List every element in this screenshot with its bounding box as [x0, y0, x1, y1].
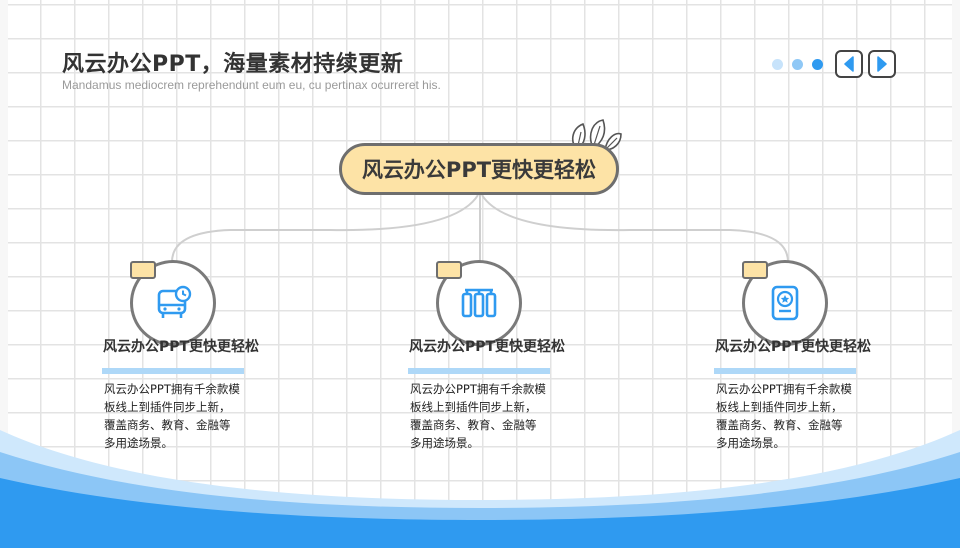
left-frame-border [0, 0, 8, 548]
chevron-right-icon [877, 56, 887, 72]
tag-marker [742, 261, 768, 279]
column-description: 风云办公PPT拥有千余款模 板线上到插件同步上新， 覆盖商务、教育、金融等 多用… [410, 380, 560, 452]
chevron-left-icon [844, 56, 854, 72]
page-dot[interactable] [792, 58, 803, 70]
description-line: 多用途场景。 [716, 436, 785, 450]
column-description: 风云办公PPT拥有千余款模 板线上到插件同步上新， 覆盖商务、教育、金融等 多用… [104, 380, 254, 452]
right-frame-border [952, 0, 960, 548]
star-badge-icon [771, 285, 799, 321]
column-title: 风云办公PPT更快更轻松 [408, 339, 566, 355]
tag-marker [436, 261, 462, 279]
description-line: 覆盖商务、教育、金融等 [104, 418, 231, 432]
title-underline-bar [408, 368, 550, 374]
slide-navigation [772, 49, 901, 79]
description-line: 多用途场景。 [410, 436, 479, 450]
tag-marker [130, 261, 156, 279]
description-line: 风云办公PPT拥有千余款模 [104, 382, 240, 396]
bus-clock-icon [157, 285, 192, 318]
next-button[interactable] [868, 50, 896, 78]
description-line: 风云办公PPT拥有千余款模 [716, 382, 852, 396]
description-line: 板线上到插件同步上新， [410, 400, 537, 414]
hierarchy-icon [461, 288, 497, 318]
description-line: 覆盖商务、教育、金融等 [410, 418, 537, 432]
description-line: 多用途场景。 [104, 436, 173, 450]
page-dot[interactable] [772, 58, 783, 70]
column-title: 风云办公PPT更快更轻松 [102, 339, 260, 355]
description-line: 板线上到插件同步上新， [716, 400, 843, 414]
description-line: 风云办公PPT拥有千余款模 [410, 382, 546, 396]
central-topic-node: 风云办公PPT更快更轻松 [339, 143, 619, 195]
title-underline-bar [102, 368, 244, 374]
page-dot-active[interactable] [812, 58, 823, 70]
column-description: 风云办公PPT拥有千余款模 板线上到插件同步上新， 覆盖商务、教育、金融等 多用… [716, 380, 866, 452]
column-title: 风云办公PPT更快更轻松 [714, 339, 872, 355]
prev-button[interactable] [835, 50, 863, 78]
page-subtitle: Mandamus mediocrem reprehendunt eum eu, … [62, 78, 441, 92]
title-underline-bar [714, 368, 856, 374]
page-title: 风云办公PPT，海量素材持续更新 [62, 52, 404, 77]
description-line: 覆盖商务、教育、金融等 [716, 418, 843, 432]
description-line: 板线上到插件同步上新， [104, 400, 231, 414]
bottom-wave-decoration [0, 430, 960, 548]
